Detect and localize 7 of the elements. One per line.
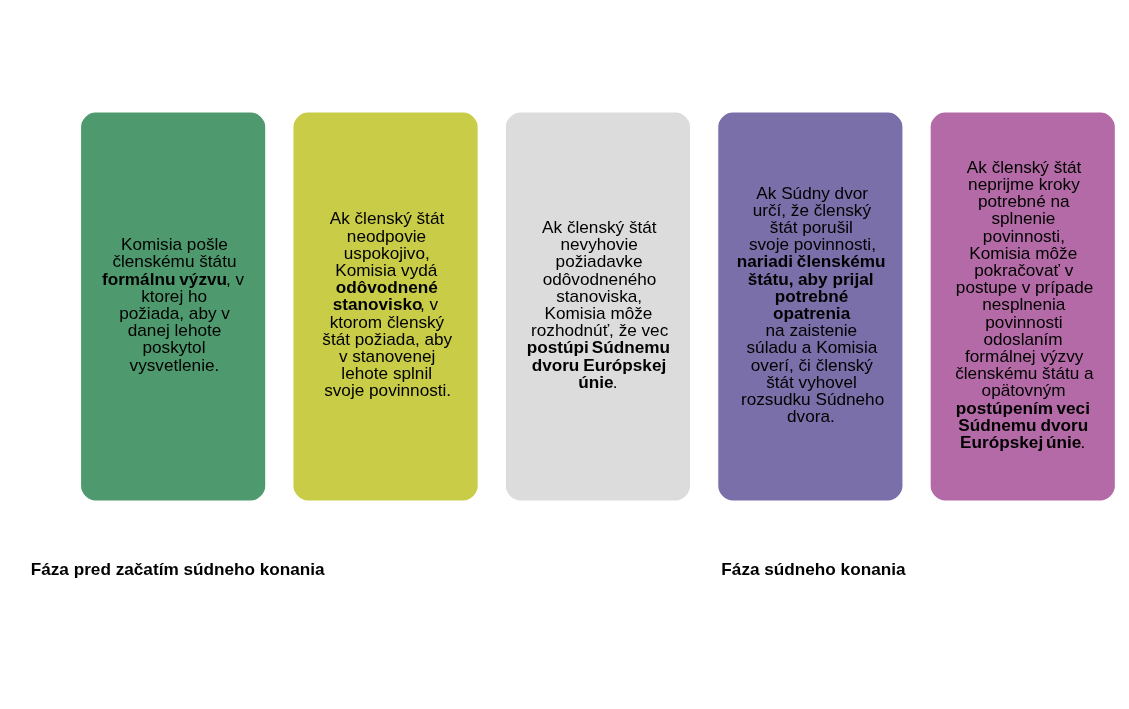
- label: Fáza pred začatím súdneho konania: [30, 558, 325, 579]
- node-box: Ak Súdny dvor určí, že členský štát porušil svoje povinnosti, nariadi členskému štátu, aby prijal potrebné opatrenia na zaistenie súladu a Komisia overí, či členský štát vyhovel rozsudku Súdneho dvora.: [717, 110, 904, 502]
- node-box: Komisia pošle členskému štátu formálnu výzvu, v ktorej ho požiada, aby v danej lehote poskytol vysvetlenie.: [79, 110, 267, 502]
- node-box: Ak členský štát nevyhovie požiadavke odôvodneného stanoviska, Komisia môže rozhodnúť, že vec postúpi Súdnemu dvoru Európskej únie.: [504, 110, 692, 502]
- node-box: Ak členský štát neodpovie uspokojivo, Komisia vydá odôvodnené stanovisko, v ktorom členský štát požiada, aby v stanovenej lehote splnil svoje povinnosti.: [292, 110, 479, 502]
- label: Fáza súdneho konania: [721, 558, 906, 579]
- node-box: Ak členský štát neprijme kroky potrebné na splnenie povinnosti, Komisia môže pokračovať v postupe v prípade nesplnenia povinnosti odoslaním formálnej výzvy členskému štátu a opätovným postúpením veci Súdnemu dvoru Európskej únie.: [929, 110, 1117, 502]
